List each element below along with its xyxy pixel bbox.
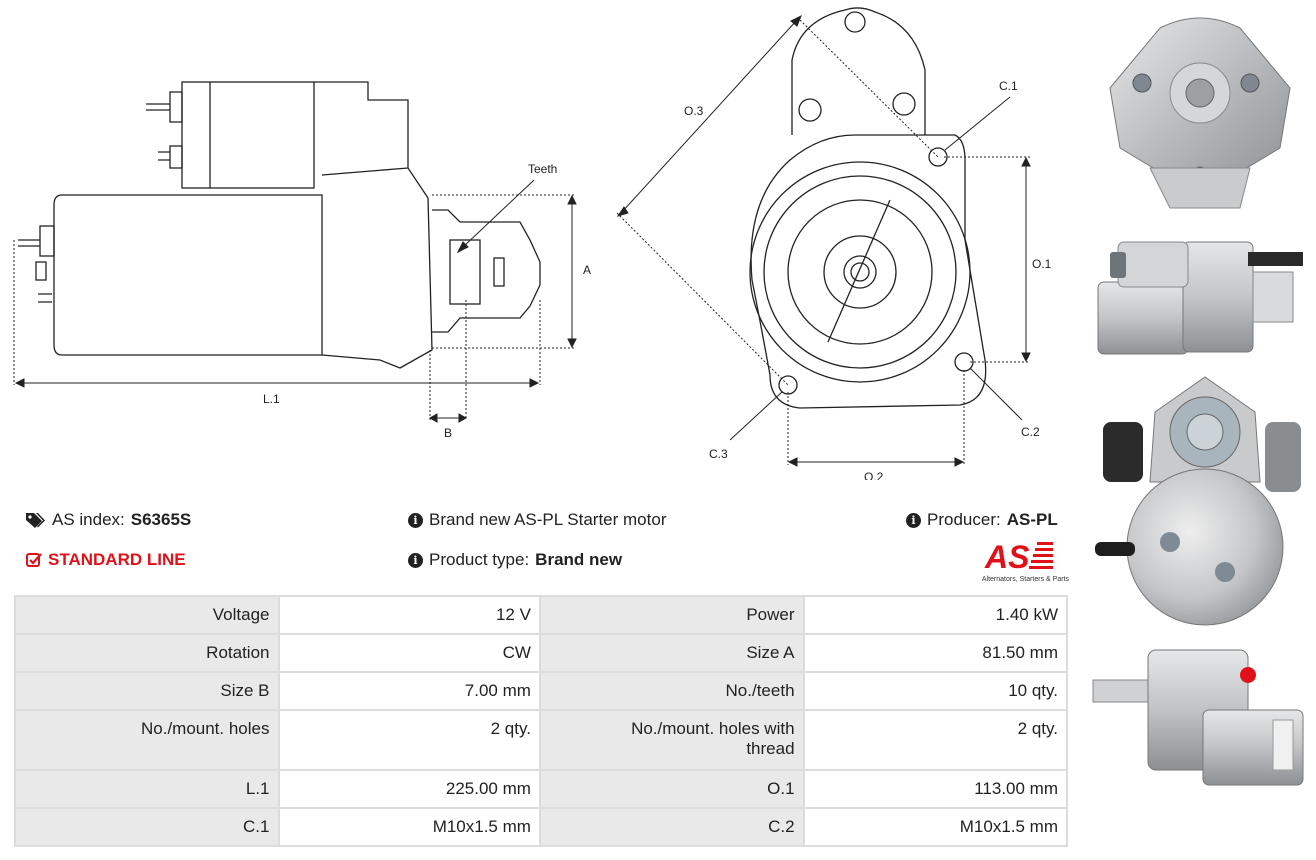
spec-key: O.1 bbox=[540, 771, 803, 807]
spec-value: 7.00 mm bbox=[279, 673, 539, 709]
spec-value: 2 qty. bbox=[804, 711, 1066, 769]
as-index-label: AS index: bbox=[52, 510, 125, 529]
product-photo-side-top[interactable] bbox=[1088, 222, 1308, 362]
dimension-o1-label: O.1 bbox=[1032, 257, 1052, 271]
check-square-icon bbox=[26, 553, 42, 567]
dimension-o2-label: O.2 bbox=[864, 470, 884, 480]
table-row: C.1 M10x1.5 mm C.2 M10x1.5 mm bbox=[16, 809, 1066, 845]
dimension-o3-label: O.3 bbox=[684, 104, 704, 118]
as-index-row: AS index: S6365S bbox=[26, 510, 191, 530]
spec-value: 225.00 mm bbox=[279, 771, 539, 807]
spec-key: L.1 bbox=[16, 771, 278, 807]
spec-value: 2 qty. bbox=[279, 711, 539, 769]
producer-value: AS-PL bbox=[1006, 510, 1058, 529]
teeth-label: Teeth bbox=[528, 162, 557, 176]
table-row: L.1 225.00 mm O.1 113.00 mm bbox=[16, 771, 1066, 807]
logo-tagline: Alternators, Starters & Parts bbox=[981, 576, 1069, 583]
table-row: Size B 7.00 mm No./teeth 10 qty. bbox=[16, 673, 1066, 709]
hole-c1-label: C.1 bbox=[999, 79, 1018, 93]
spec-key: No./mount. holes with thread bbox=[540, 711, 803, 769]
product-type-label: Product type: bbox=[429, 550, 530, 569]
spec-value: CW bbox=[279, 635, 539, 671]
table-row: Rotation CW Size A 81.50 mm bbox=[16, 635, 1066, 671]
table-row: Voltage 12 V Power 1.40 kW bbox=[16, 597, 1066, 633]
spec-value: 12 V bbox=[279, 597, 539, 633]
product-photo-rear[interactable] bbox=[1095, 372, 1307, 634]
spec-key: Size A bbox=[540, 635, 803, 671]
description-text: Brand new AS-PL Starter motor bbox=[429, 510, 667, 529]
spec-value: M10x1.5 mm bbox=[804, 809, 1066, 845]
product-photo-front[interactable] bbox=[1090, 8, 1306, 218]
table-row: No./mount. holes 2 qty. No./mount. holes… bbox=[16, 711, 1066, 769]
product-type-value: Brand new bbox=[535, 550, 623, 569]
dimension-b-label: B bbox=[444, 426, 452, 440]
spec-key: Power bbox=[540, 597, 803, 633]
spec-value: 81.50 mm bbox=[804, 635, 1066, 671]
info-icon: i bbox=[408, 512, 423, 528]
spec-value: 113.00 mm bbox=[804, 771, 1066, 807]
spec-key: No./teeth bbox=[540, 673, 803, 709]
hole-c2-label: C.2 bbox=[1021, 425, 1040, 439]
as-index-value[interactable]: S6365S bbox=[130, 510, 192, 529]
spec-table: Voltage 12 V Power 1.40 kW Rotation CW S… bbox=[14, 595, 1068, 847]
producer-label: Producer: bbox=[927, 510, 1001, 529]
description-row: i Brand new AS-PL Starter motor bbox=[408, 510, 666, 530]
spec-key: Size B bbox=[16, 673, 278, 709]
product-type-row: i Product type: Brand new bbox=[408, 550, 622, 570]
front-view-drawing: O.3 O.1 O.2 C.1 C.2 C.3 bbox=[616, 7, 1052, 480]
standard-line-row: STANDARD LINE bbox=[26, 550, 186, 570]
spec-key: No./mount. holes bbox=[16, 711, 278, 769]
spec-value: 1.40 kW bbox=[804, 597, 1066, 633]
hole-c3-label: C.3 bbox=[709, 447, 728, 461]
product-photo-side-bottom[interactable] bbox=[1088, 640, 1308, 790]
side-view-drawing: Teeth A B L.1 bbox=[13, 81, 591, 440]
spec-key: C.1 bbox=[16, 809, 278, 845]
spec-key: Rotation bbox=[16, 635, 278, 671]
logo-letters: AS bbox=[984, 539, 1030, 572]
spec-value: 10 qty. bbox=[804, 673, 1066, 709]
info-icon: i bbox=[408, 552, 423, 568]
as-logo-mark: AS bbox=[984, 539, 1053, 575]
standard-line-label: STANDARD LINE bbox=[48, 550, 186, 569]
spec-key: C.2 bbox=[540, 809, 803, 845]
tags-icon bbox=[26, 513, 45, 528]
dimension-l1-label: L.1 bbox=[263, 392, 280, 406]
producer-row: i Producer: AS-PL bbox=[906, 510, 1058, 530]
dimension-a-label: A bbox=[583, 263, 591, 277]
as-pl-logo[interactable]: AS Alternators, Starters & Parts bbox=[965, 538, 1069, 584]
spec-key: Voltage bbox=[16, 597, 278, 633]
info-icon: i bbox=[906, 512, 921, 528]
spec-value: M10x1.5 mm bbox=[279, 809, 539, 845]
